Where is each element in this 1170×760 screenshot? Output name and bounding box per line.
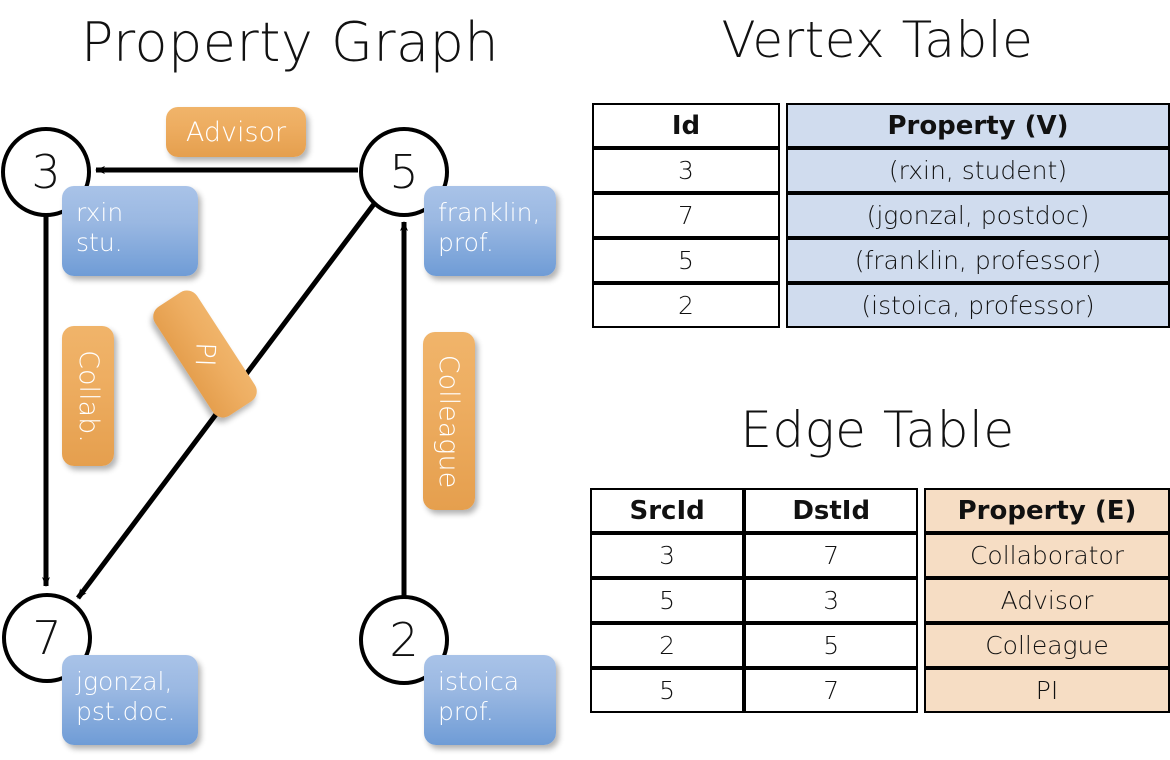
graph-node-2[interactable]: 2 xyxy=(359,595,449,685)
edge-label-advisor-text: Advisor xyxy=(185,116,287,148)
vertex-cell-id: 5 xyxy=(592,238,780,283)
vertex-property-box-5[interactable]: franklin, prof. xyxy=(424,186,556,276)
vertex-cell-property: (istoica, professor) xyxy=(786,283,1170,328)
page-title-edge-table: Edge Table xyxy=(740,401,1015,459)
vertex-property-box-5-line1: franklin, xyxy=(438,198,541,227)
edge-label-box-advisor[interactable]: Advisor xyxy=(166,107,306,157)
edge-cell-dstid: 3 xyxy=(744,578,919,623)
table-row[interactable]: 3 7 Collaborator xyxy=(590,533,1170,578)
edge-table-header-dstid: DstId xyxy=(744,488,919,533)
edge-cell-property: PI xyxy=(924,668,1170,713)
graph-node-5-label: 5 xyxy=(389,145,419,199)
vertex-cell-property: (jgonzal, postdoc) xyxy=(786,193,1170,238)
vertex-property-box-7[interactable]: jgonzal, pst.doc. xyxy=(62,655,198,745)
graph-node-5[interactable]: 5 xyxy=(359,127,449,217)
vertex-property-box-2-line2: prof. xyxy=(438,697,494,726)
vertex-property-box-2-line1: istoica xyxy=(438,667,520,696)
edge-cell-dstid: 7 xyxy=(744,533,919,578)
vertex-cell-id: 7 xyxy=(592,193,780,238)
table-row[interactable]: 2 5 Colleague xyxy=(590,623,1170,668)
edge-cell-srcid: 2 xyxy=(590,623,745,668)
table-row[interactable]: 5 3 Advisor xyxy=(590,578,1170,623)
vertex-table: Id Property (V) 3 (rxin, student) 7 (jgo… xyxy=(592,103,1170,328)
edge-cell-property: Colleague xyxy=(924,623,1170,668)
vertex-cell-property: (rxin, student) xyxy=(786,148,1170,193)
vertex-property-box-3-line2: stu. xyxy=(76,228,123,257)
vertex-cell-property: (franklin, professor) xyxy=(786,238,1170,283)
property-graph-diagram: 3 5 7 2 rxin stu. franklin, prof. jgonza… xyxy=(0,0,580,760)
edge-cell-property: Advisor xyxy=(924,578,1170,623)
vertex-property-box-7-line2: pst.doc. xyxy=(76,697,176,726)
edge-label-pi-text: PI xyxy=(189,341,221,367)
edge-table: SrcId DstId Property (E) 3 7 Collaborato… xyxy=(590,488,1170,713)
edge-table-header-property: Property (E) xyxy=(924,488,1170,533)
edge-label-box-colleague[interactable]: Colleague xyxy=(423,332,475,510)
table-row[interactable]: 5 (franklin, professor) xyxy=(592,238,1170,283)
vertex-cell-id: 3 xyxy=(592,148,780,193)
vertex-table-header-id: Id xyxy=(592,103,780,148)
vertex-cell-id: 2 xyxy=(592,283,780,328)
vertex-property-box-3-line1: rxin xyxy=(76,198,124,227)
edge-label-box-collab[interactable]: Collab. xyxy=(62,326,114,466)
vertex-property-box-2[interactable]: istoica prof. xyxy=(424,655,556,745)
graph-node-7-label: 7 xyxy=(32,611,62,665)
vertex-property-box-7-line1: jgonzal, xyxy=(76,667,173,696)
edge-label-collab-text: Collab. xyxy=(72,349,104,443)
page-title-vertex-table: Vertex Table xyxy=(721,11,1034,69)
edge-table-header-row: SrcId DstId Property (E) xyxy=(590,488,1170,533)
edge-cell-property: Collaborator xyxy=(924,533,1170,578)
table-row[interactable]: 2 (istoica, professor) xyxy=(592,283,1170,328)
edge-table-header-srcid: SrcId xyxy=(590,488,745,533)
table-row[interactable]: 3 (rxin, student) xyxy=(592,148,1170,193)
edge-cell-srcid: 5 xyxy=(590,578,745,623)
table-row[interactable]: 5 7 PI xyxy=(590,668,1170,713)
graph-node-3-label: 3 xyxy=(31,145,61,199)
edge-cell-dstid: 5 xyxy=(744,623,919,668)
page-title-property-graph: Property Graph xyxy=(80,11,500,74)
vertex-property-box-3[interactable]: rxin stu. xyxy=(62,186,198,276)
edge-cell-srcid: 5 xyxy=(590,668,745,713)
edge-cell-dstid: 7 xyxy=(744,668,919,713)
table-row[interactable]: 7 (jgonzal, postdoc) xyxy=(592,193,1170,238)
vertex-table-header-property: Property (V) xyxy=(786,103,1170,148)
graph-node-2-label: 2 xyxy=(389,613,419,667)
edge-label-colleague-text: Colleague xyxy=(433,354,465,488)
vertex-table-header-row: Id Property (V) xyxy=(592,103,1170,148)
edge-cell-srcid: 3 xyxy=(590,533,745,578)
vertex-property-box-5-line2: prof. xyxy=(438,228,494,257)
